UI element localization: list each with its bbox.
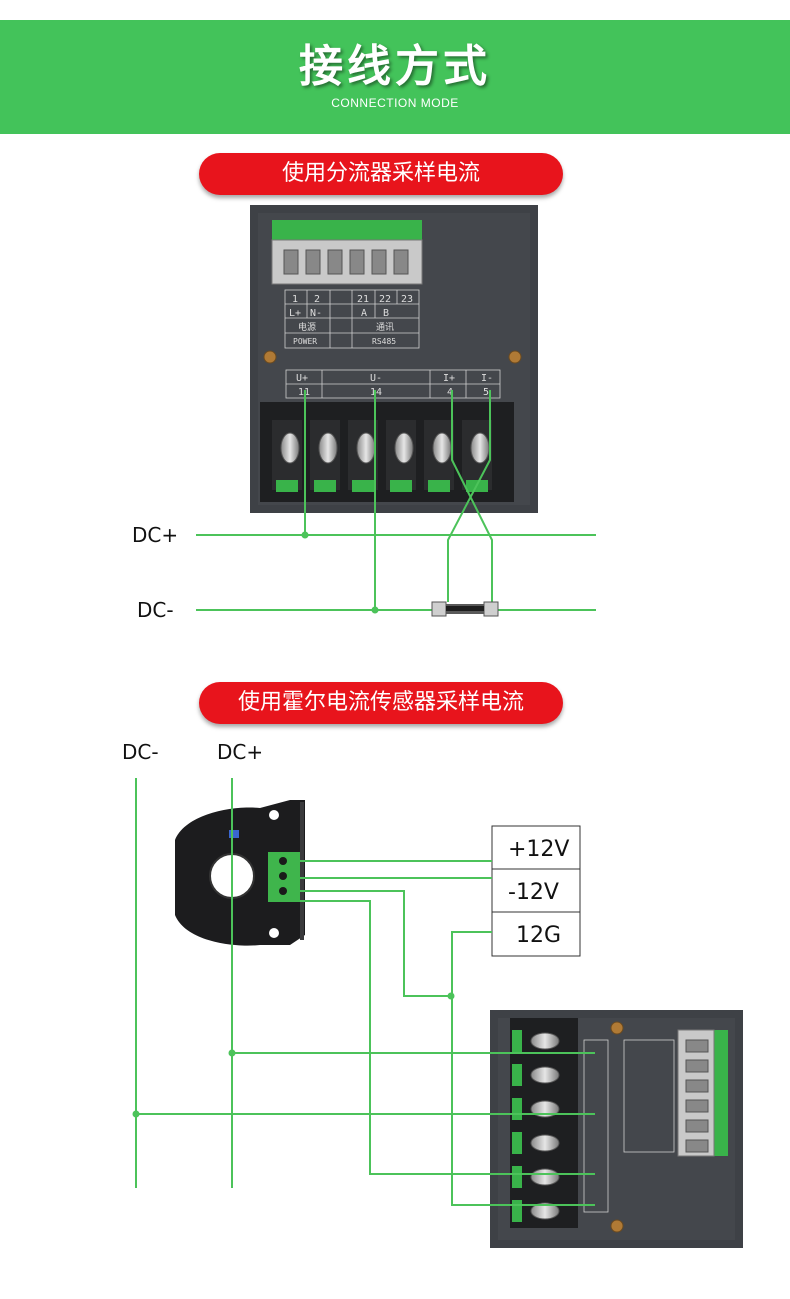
terminal-num-22: 22	[379, 294, 391, 305]
terminal-sig-nminus: N-	[310, 308, 322, 319]
label-num-14: 14	[370, 387, 382, 398]
group-comm-en: RS485	[372, 337, 396, 346]
power-supply-boxes	[491, 825, 581, 957]
terminal-sig-lplus: L+	[289, 308, 301, 319]
green-connector-1	[271, 220, 423, 285]
junction-dot	[301, 531, 309, 539]
bottom-terminal-labels	[285, 369, 501, 399]
label-iminus: I-	[481, 373, 493, 384]
label-uplus: U+	[296, 373, 308, 384]
wire-iminus-1	[447, 390, 491, 602]
group-comm-cn: 通讯	[376, 322, 394, 333]
wire-iplus-1	[451, 390, 493, 602]
terminal-num-1: 1	[292, 294, 298, 305]
supply-12g: 12G	[516, 923, 561, 948]
terminal-sig-a: A	[361, 308, 367, 319]
junction-dot	[447, 992, 455, 1000]
wire-12g-iminus	[451, 931, 595, 1206]
label-uminus: U-	[370, 373, 382, 384]
label-dc-minus-2: DC-	[122, 740, 159, 764]
label-iplus: I+	[443, 373, 455, 384]
wires-section1	[196, 390, 596, 611]
terminal-sig-b: B	[383, 308, 389, 319]
label-dc-plus-1: DC+	[132, 523, 178, 547]
label-num-5: 5	[483, 387, 489, 398]
junction-dot	[228, 1049, 236, 1057]
label-dc-plus-2: DC+	[217, 740, 263, 764]
terminal-num-23: 23	[401, 294, 413, 305]
shunt-resistor	[431, 601, 499, 617]
meter-back-panel-2	[490, 1010, 743, 1248]
header-banner	[0, 20, 790, 134]
junction-dot	[371, 606, 379, 614]
mount-hole-right	[508, 350, 522, 364]
hall-current-sensor	[175, 800, 305, 946]
wires-section2	[135, 778, 595, 1206]
section1-heading: 使用分流器采样电流	[199, 153, 563, 195]
label-dc-minus-1: DC-	[137, 598, 174, 622]
terminal-num-2: 2	[314, 294, 320, 305]
top-terminal-labels	[284, 289, 420, 349]
page-title: 接线方式	[299, 41, 491, 92]
mount-hole-left	[263, 350, 277, 364]
section2-heading: 使用霍尔电流传感器采样电流	[199, 682, 563, 724]
group-power-en: POWER	[293, 337, 317, 346]
supply-plus12v: +12V	[508, 837, 569, 862]
screw-terminal-block-1	[260, 402, 514, 502]
label-num-4: 4	[447, 387, 453, 398]
group-power-cn: 电源	[298, 321, 316, 333]
wire-hall-gnd	[300, 890, 452, 997]
terminal-num-21: 21	[357, 294, 369, 305]
wire-hall-out	[300, 900, 595, 1175]
page-subtitle: CONNECTION MODE	[331, 96, 459, 110]
supply-minus12v: -12V	[508, 880, 559, 905]
junction-dot	[132, 1110, 140, 1118]
